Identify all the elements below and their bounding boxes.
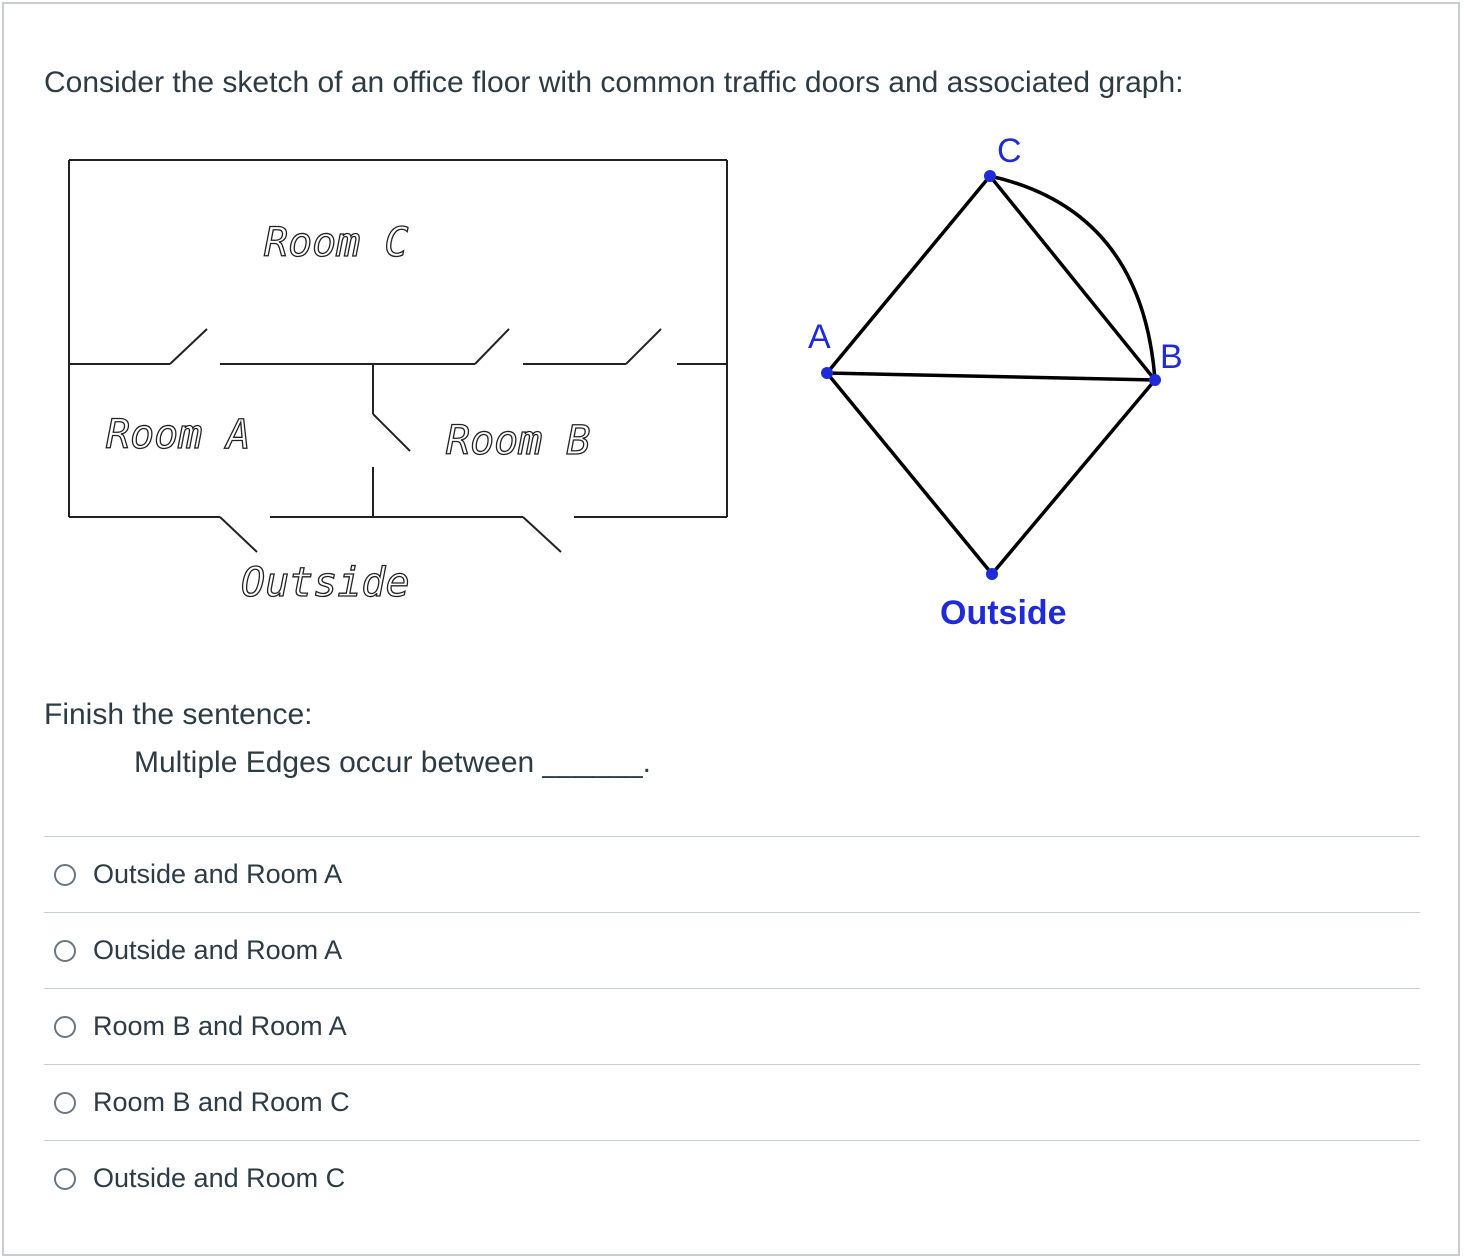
- answer-label: Outside and Room A: [93, 935, 343, 965]
- graph-nodes: [821, 170, 1161, 580]
- radio-button[interactable]: [54, 1167, 76, 1190]
- edge-c-b-curved: [989, 174, 1157, 381]
- answer-label: Outside and Room C: [93, 1163, 346, 1193]
- edge-a-b: [826, 371, 1156, 382]
- node-a: [821, 367, 833, 379]
- node-outside: [986, 568, 998, 580]
- answer-label: Room B and Room A: [93, 1011, 347, 1041]
- room-b-label: Room B: [446, 418, 591, 464]
- floor-plan-and-graph-figure: Room C Room A Room B Outside C A B Outsi…: [68, 132, 1183, 632]
- room-c-label: Room C: [264, 220, 409, 266]
- node-b-label: B: [1160, 338, 1183, 376]
- radio-button[interactable]: [54, 1015, 76, 1038]
- sentence-prompt: Multiple Edges occur between ______.: [134, 746, 652, 779]
- radio-button[interactable]: [54, 1091, 76, 1114]
- edge-a-c: [825, 174, 992, 375]
- answer-label: Outside and Room A: [93, 859, 343, 889]
- edge-c-b: [988, 174, 1157, 382]
- answer-option[interactable]: Outside and Room A: [44, 912, 1420, 988]
- node-b: [1149, 374, 1161, 386]
- answer-label: Room B and Room C: [93, 1087, 350, 1117]
- answer-option[interactable]: Outside and Room A: [44, 836, 1420, 912]
- node-outside-label: Outside: [940, 594, 1067, 632]
- outside-label: Outside: [241, 560, 410, 606]
- edge-a-outside: [825, 371, 994, 576]
- node-a-label: A: [808, 318, 831, 356]
- answer-option[interactable]: Room B and Room C: [44, 1064, 1420, 1140]
- radio-button[interactable]: [54, 939, 76, 962]
- edge-b-outside: [990, 378, 1157, 576]
- answer-list: Outside and Room A Outside and Room A Ro…: [44, 836, 1420, 1216]
- finish-instruction: Finish the sentence:: [44, 698, 313, 731]
- answer-option[interactable]: Room B and Room A: [44, 988, 1420, 1064]
- floor-plan-sketch: [68, 159, 728, 553]
- graph-edges: [825, 174, 1157, 576]
- radio-button[interactable]: [54, 863, 76, 886]
- room-a-label: Room A: [106, 412, 251, 458]
- node-c-label: C: [997, 132, 1022, 170]
- node-c: [984, 170, 996, 182]
- question-prompt: Consider the sketch of an office floor w…: [44, 66, 1184, 99]
- answer-option[interactable]: Outside and Room C: [44, 1140, 1420, 1216]
